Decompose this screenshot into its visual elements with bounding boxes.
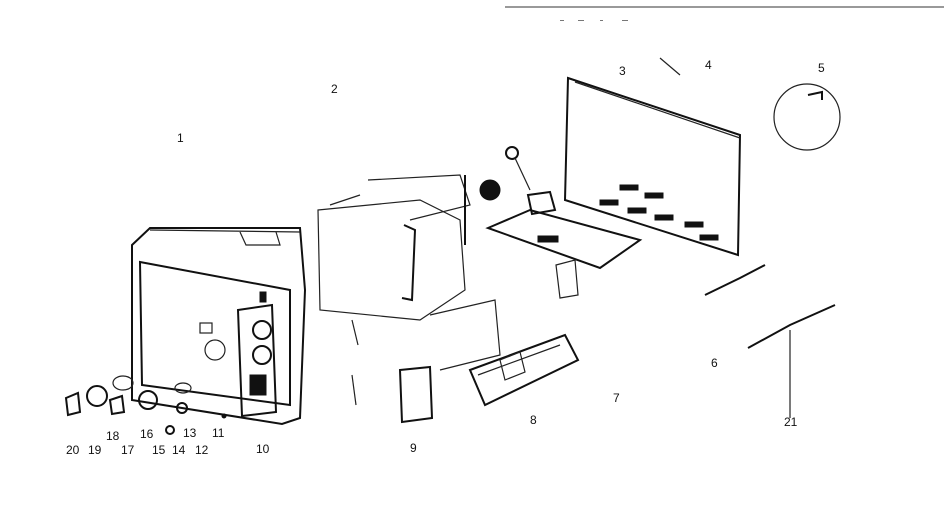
mounting-bracket-part [351, 299, 501, 424]
part-labels: 1 2 3 4 5 6 7 8 9 10 11 12 13 14 15 16 1… [66, 58, 825, 457]
label-part-6: 6 [711, 356, 718, 370]
chassis-board-part [464, 146, 643, 299]
label-part-17: 17 [121, 443, 135, 457]
bracket-tray-part [468, 333, 580, 407]
round-cap-clip [807, 90, 823, 100]
rear-cover-part [563, 57, 742, 257]
label-part-8: 8 [530, 413, 537, 427]
cable-part [704, 264, 836, 418]
control-panel-part [199, 303, 278, 418]
label-part-5: 5 [818, 61, 825, 75]
label-part-7: 7 [613, 391, 620, 405]
label-part-13: 13 [183, 426, 197, 440]
label-part-2: 2 [331, 82, 338, 96]
label-part-16: 16 [140, 427, 154, 441]
label-part-19: 19 [88, 443, 102, 457]
round-cap-part [773, 83, 841, 151]
label-part-10: 10 [256, 442, 270, 456]
label-part-9: 9 [410, 441, 417, 455]
label-part-12: 12 [195, 443, 209, 457]
label-part-4: 4 [705, 58, 712, 72]
label-part-21: 21 [784, 415, 798, 429]
label-part-18: 18 [106, 429, 120, 443]
header-specks [560, 20, 628, 21]
label-part-1: 1 [177, 131, 184, 145]
knob-parts [64, 375, 227, 435]
front-cabinet-part [131, 227, 307, 426]
label-part-20: 20 [66, 443, 80, 457]
label-part-11: 11 [212, 426, 225, 440]
picture-tube-part [317, 174, 471, 321]
label-part-15: 15 [152, 443, 166, 457]
label-part-14: 14 [172, 443, 186, 457]
label-part-3: 3 [619, 64, 626, 78]
